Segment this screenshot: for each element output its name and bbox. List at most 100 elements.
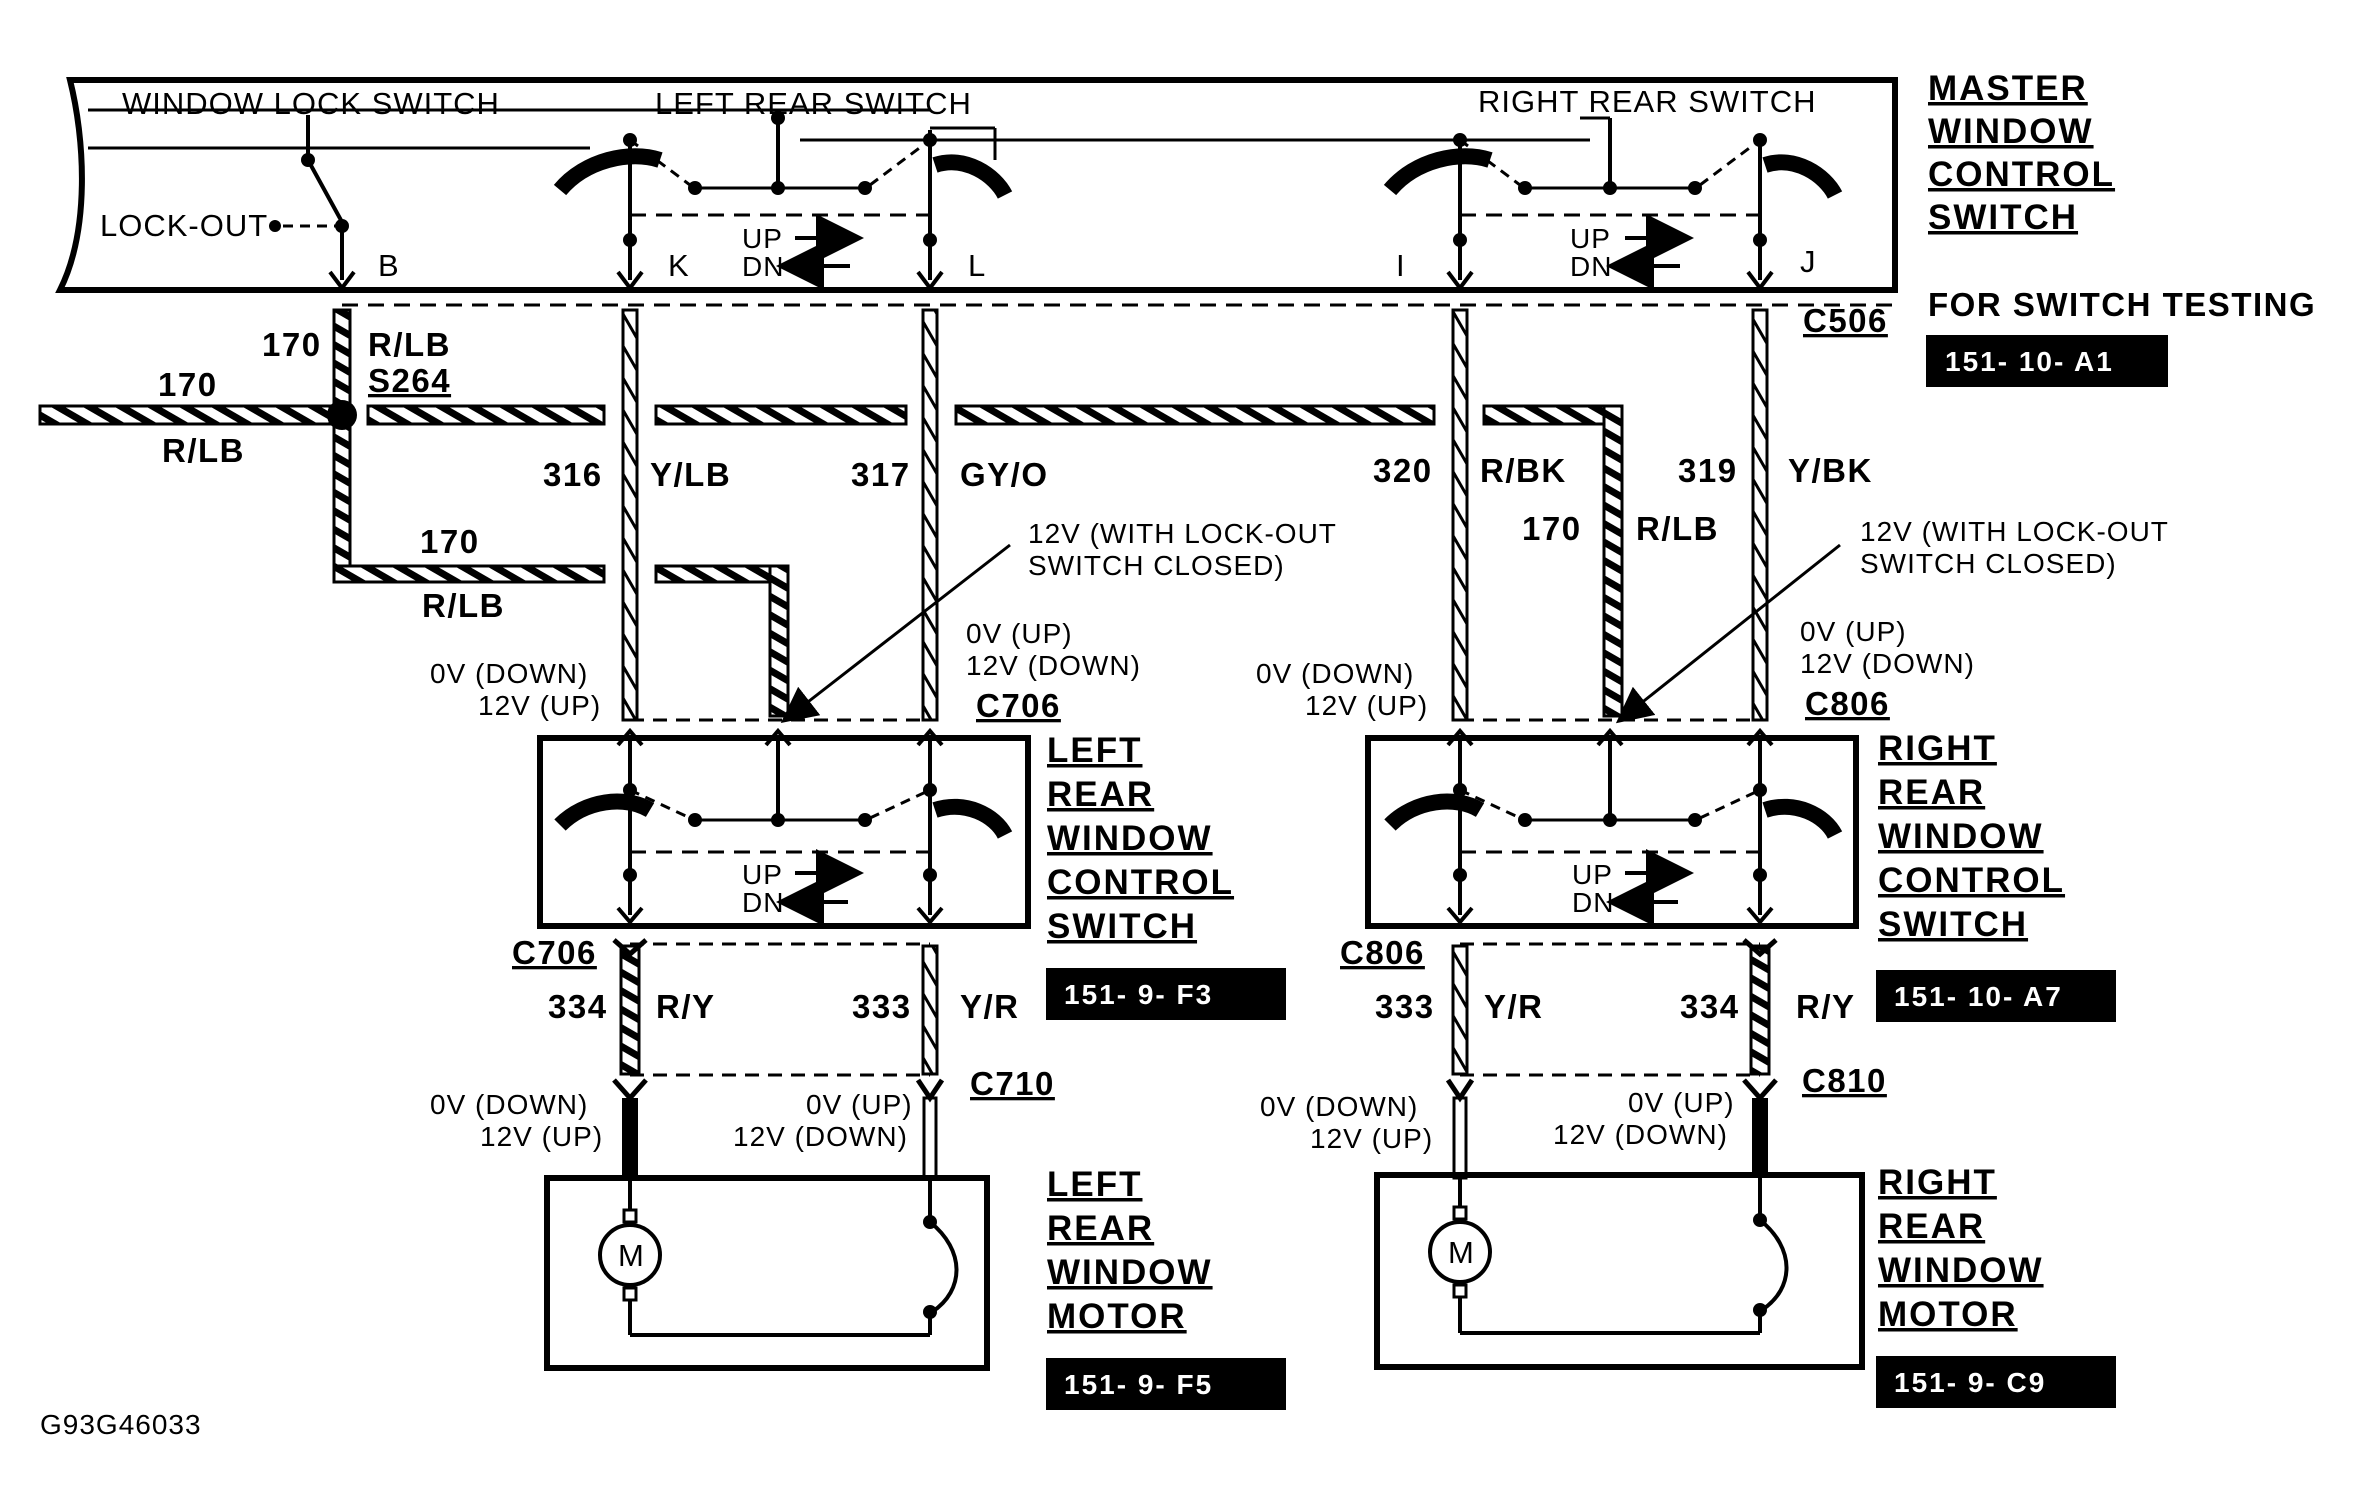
lm-ref: 151- 9- F5 (1064, 1369, 1213, 1400)
master-ref-box (1926, 335, 2168, 387)
rm-title-4: MOTOR (1878, 1295, 2018, 1334)
wire-317: 317 (851, 456, 911, 493)
wire-320: 320 (1373, 452, 1433, 489)
volt-right-down12: 12V (DOWN) (1800, 648, 1975, 679)
master-title-4: SWITCH (1928, 198, 2078, 237)
lr-switch-ref: 151- 9- F3 (1064, 979, 1213, 1010)
wire-rlb-label-b: R/LB (162, 432, 245, 469)
wiring (38, 303, 1895, 724)
left-rear-window-motor (544, 1175, 990, 1371)
rr-switch-title-2: REAR (1878, 773, 1985, 812)
lr-switch-title-5: SWITCH (1047, 907, 1197, 946)
lockout-note-right-2: SWITCH CLOSED) (1860, 548, 2117, 579)
up-label-right: UP (1570, 223, 1611, 254)
wire-333-right: 333 (1375, 988, 1435, 1025)
lm-volt-down12: 12V (DOWN) (733, 1121, 908, 1152)
splice-s264 (327, 400, 357, 430)
lockout-note-left-1: 12V (WITH LOCK-OUT (1028, 518, 1337, 549)
lm-ref-box (1046, 1358, 1286, 1410)
volt-right-up0: 0V (UP) (1800, 616, 1907, 647)
master-title-1: MASTER (1928, 69, 2088, 108)
volt-right-down0: 0V (DOWN) (1256, 658, 1414, 689)
volt-left-down0: 0V (DOWN) (430, 658, 588, 689)
wire-ybk: Y/BK (1788, 452, 1873, 489)
wire-316: 316 (543, 456, 603, 493)
lm-volt-up0: 0V (UP) (806, 1089, 913, 1120)
lockout-note-right-1: 12V (WITH LOCK-OUT (1860, 516, 2169, 547)
wire-334-right: 334 (1680, 988, 1740, 1025)
terminal-j: J (1800, 244, 1817, 279)
lr-switch-ref-box (1046, 968, 1286, 1020)
wire-ylb: Y/LB (650, 456, 731, 493)
lr-switch-title-3: WINDOW (1047, 819, 1213, 858)
wire-gyo: GY/O (960, 456, 1049, 493)
terminal-k: K (668, 248, 690, 283)
connector-c706-top: C706 (976, 687, 1061, 724)
lm-title-2: REAR (1047, 1209, 1154, 1248)
rm-ref: 151- 9- C9 (1894, 1367, 2046, 1398)
dn-label: DN (742, 251, 784, 282)
left-rear-switch-label: LEFT REAR SWITCH (655, 86, 972, 121)
volt-left-up0: 0V (UP) (966, 618, 1073, 649)
wire-170-label-c: 170 (420, 523, 480, 560)
lm-title-4: MOTOR (1047, 1297, 1187, 1336)
rm-volt-up0: 0V (UP) (1628, 1087, 1735, 1118)
left-rear-window-control-switch (537, 727, 1031, 929)
terminal-l: L (968, 248, 986, 283)
lr-switch-title-1: LEFT (1047, 731, 1142, 770)
right-rear-window-control-switch (1365, 727, 1859, 929)
lockout-note-left-2: SWITCH CLOSED) (1028, 550, 1285, 581)
rr-switch-title-3: WINDOW (1878, 817, 2044, 856)
lm-title-3: WINDOW (1047, 1253, 1213, 1292)
wire-334-left: 334 (548, 988, 608, 1025)
wire-170-label-a: 170 (262, 326, 322, 363)
wire-ry-right: R/Y (1796, 988, 1856, 1025)
master-title-2: WINDOW (1928, 112, 2094, 151)
connector-c506: C506 (1803, 302, 1888, 339)
master-ref: 151- 10- A1 (1945, 346, 2114, 377)
wire-rlb-right: R/LB (1636, 510, 1719, 547)
connector-c810: C810 (1802, 1062, 1887, 1099)
wire-ry-left: R/Y (656, 988, 716, 1025)
rm-ref-box (1876, 1356, 2116, 1408)
rr-switch-title-1: RIGHT (1878, 729, 1997, 768)
rm-title-1: RIGHT (1878, 1163, 1997, 1202)
rr-switch-title-4: CONTROL (1878, 861, 2065, 900)
rm-volt-up12: 12V (UP) (1310, 1123, 1433, 1154)
lr-up-label: UP (742, 859, 783, 890)
right-motor-m: M (1448, 1235, 1475, 1270)
lm-volt-up12: 12V (UP) (480, 1121, 603, 1152)
wire-rlb-label-a: R/LB (368, 326, 451, 363)
terminal-i: I (1396, 248, 1406, 283)
wire-rlb-label-c: R/LB (422, 587, 505, 624)
wire-319: 319 (1678, 452, 1738, 489)
master-title-3: CONTROL (1928, 155, 2115, 194)
figure-id: G93G46033 (40, 1409, 202, 1440)
connector-c806-top: C806 (1805, 685, 1890, 722)
up-label: UP (742, 223, 783, 254)
wire-170-right: 170 (1522, 510, 1582, 547)
terminal-b: B (378, 248, 400, 283)
lr-switch-title-2: REAR (1047, 775, 1154, 814)
connector-c710: C710 (970, 1065, 1055, 1102)
rr-dn-label: DN (1572, 887, 1614, 918)
splice-s264-label: S264 (368, 362, 451, 399)
wire-170-label-b: 170 (158, 366, 218, 403)
volt-left-up12: 12V (UP) (478, 690, 601, 721)
window-lock-switch-label: WINDOW LOCK SWITCH (122, 86, 500, 121)
left-motor-icon (598, 1223, 662, 1287)
volt-left-down12: 12V (DOWN) (966, 650, 1141, 681)
motor-wiring (612, 938, 1778, 1180)
right-rear-switch-label: RIGHT REAR SWITCH (1478, 84, 1817, 119)
wire-yr-right: Y/R (1484, 988, 1544, 1025)
wire-rbk: R/BK (1480, 452, 1567, 489)
lr-dn-label: DN (742, 887, 784, 918)
lr-switch-title-4: CONTROL (1047, 863, 1234, 902)
rr-up-label: UP (1572, 859, 1613, 890)
lockout-label: LOCK-OUT (100, 208, 268, 243)
rr-switch-title-5: SWITCH (1878, 905, 2028, 944)
master-window-control-switch (55, 77, 1898, 293)
lm-title-1: LEFT (1047, 1165, 1142, 1204)
rm-volt-down12: 12V (DOWN) (1553, 1119, 1728, 1150)
